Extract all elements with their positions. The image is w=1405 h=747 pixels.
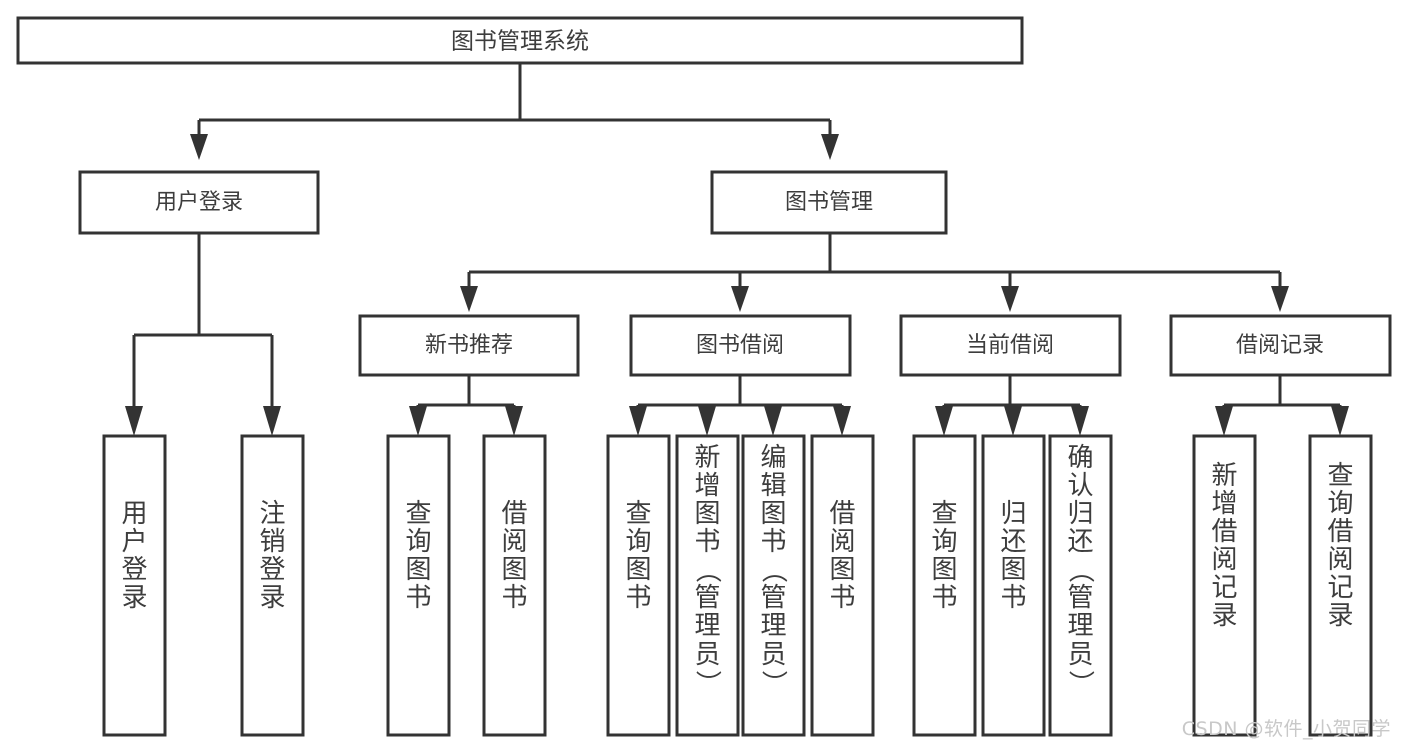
arrow-head-leaf [409,406,427,436]
leaf-box-book-borrow-2[interactable] [741,434,806,737]
arrow-head-leaf [1071,406,1089,436]
node-box[interactable] [16,16,1024,65]
arrow-head-leaf [764,406,782,436]
node-box[interactable] [1169,314,1392,377]
arrow-head-leaf [935,406,953,436]
leaf-box-user-login-0[interactable] [102,434,167,737]
connector-user-login-to-leaves [125,233,281,436]
leaf-box-user-login-1[interactable] [240,434,305,737]
leaf-box-current-borrow-0[interactable] [912,434,977,737]
connector-book-manage-to-level2 [460,233,1289,312]
node-current-borrow[interactable]: 当前借阅 [899,314,1122,377]
arrow-head-leaf [125,406,143,436]
arrow-head-level2 [460,286,478,312]
leaf-boxes [102,434,1373,737]
leaf-box-current-borrow-1[interactable] [981,434,1046,737]
arrow-head-leaf [1004,406,1022,436]
arrow-head-leaf [505,406,523,436]
leaf-box-new-book-1[interactable] [482,434,547,737]
watermark: CSDN @软件_小贺同学 [1181,718,1391,740]
arrow-head-leaf [1215,406,1233,436]
node-user-login[interactable]: 用户登录 [78,170,320,235]
leaf-box-new-book-0[interactable] [386,434,451,737]
node-label: 新书推荐 [425,333,513,358]
node-box[interactable] [710,170,948,235]
node-box[interactable] [78,170,320,235]
leaf-box-book-borrow-3[interactable] [810,434,875,737]
node-box[interactable] [358,314,580,377]
arrow-head-level2 [731,286,749,312]
connector-current-borrow-to-leaves [935,375,1089,436]
leaf-box-current-borrow-2[interactable] [1048,434,1113,737]
leaf-box-book-borrow-1[interactable] [675,434,740,737]
connector-borrow-record-to-leaves [1215,375,1349,436]
node-label: 图书管理 [785,190,873,215]
node-new-book-recommend[interactable]: 新书推荐 [358,314,580,377]
arrow-head-leaf [629,406,647,436]
node-book-manage[interactable]: 图书管理 [710,170,948,235]
node-label: 用户登录 [155,190,243,215]
arrow-head-level2 [1001,286,1019,312]
node-book-borrow[interactable]: 图书借阅 [629,314,852,377]
arrow-head-leaf [1331,406,1349,436]
leaf-box-book-borrow-0[interactable] [606,434,671,737]
node-label: 图书管理系统 [451,29,589,55]
arrow-head-book-manage [821,134,839,160]
node-label: 借阅记录 [1236,333,1324,358]
arrow-head-level2 [1271,286,1289,312]
arrow-head-leaf [263,406,281,436]
node-borrow-record[interactable]: 借阅记录 [1169,314,1392,377]
arrow-head-user-login [190,134,208,160]
node-box[interactable] [899,314,1122,377]
arrow-head-leaf [833,406,851,436]
node-label: 当前借阅 [966,333,1054,358]
arrow-head-leaf [698,406,716,436]
connector-book-borrow-to-leaves [629,375,851,436]
node-label: 图书借阅 [696,333,784,358]
node-root[interactable]: 图书管理系统 [16,16,1024,65]
connector-root-to-level1 [190,63,839,160]
node-box[interactable] [629,314,852,377]
leaf-box-borrow-record-0[interactable] [1192,434,1257,737]
connector-new-book-to-leaves [409,375,523,436]
leaf-box-borrow-record-1[interactable] [1308,434,1373,737]
